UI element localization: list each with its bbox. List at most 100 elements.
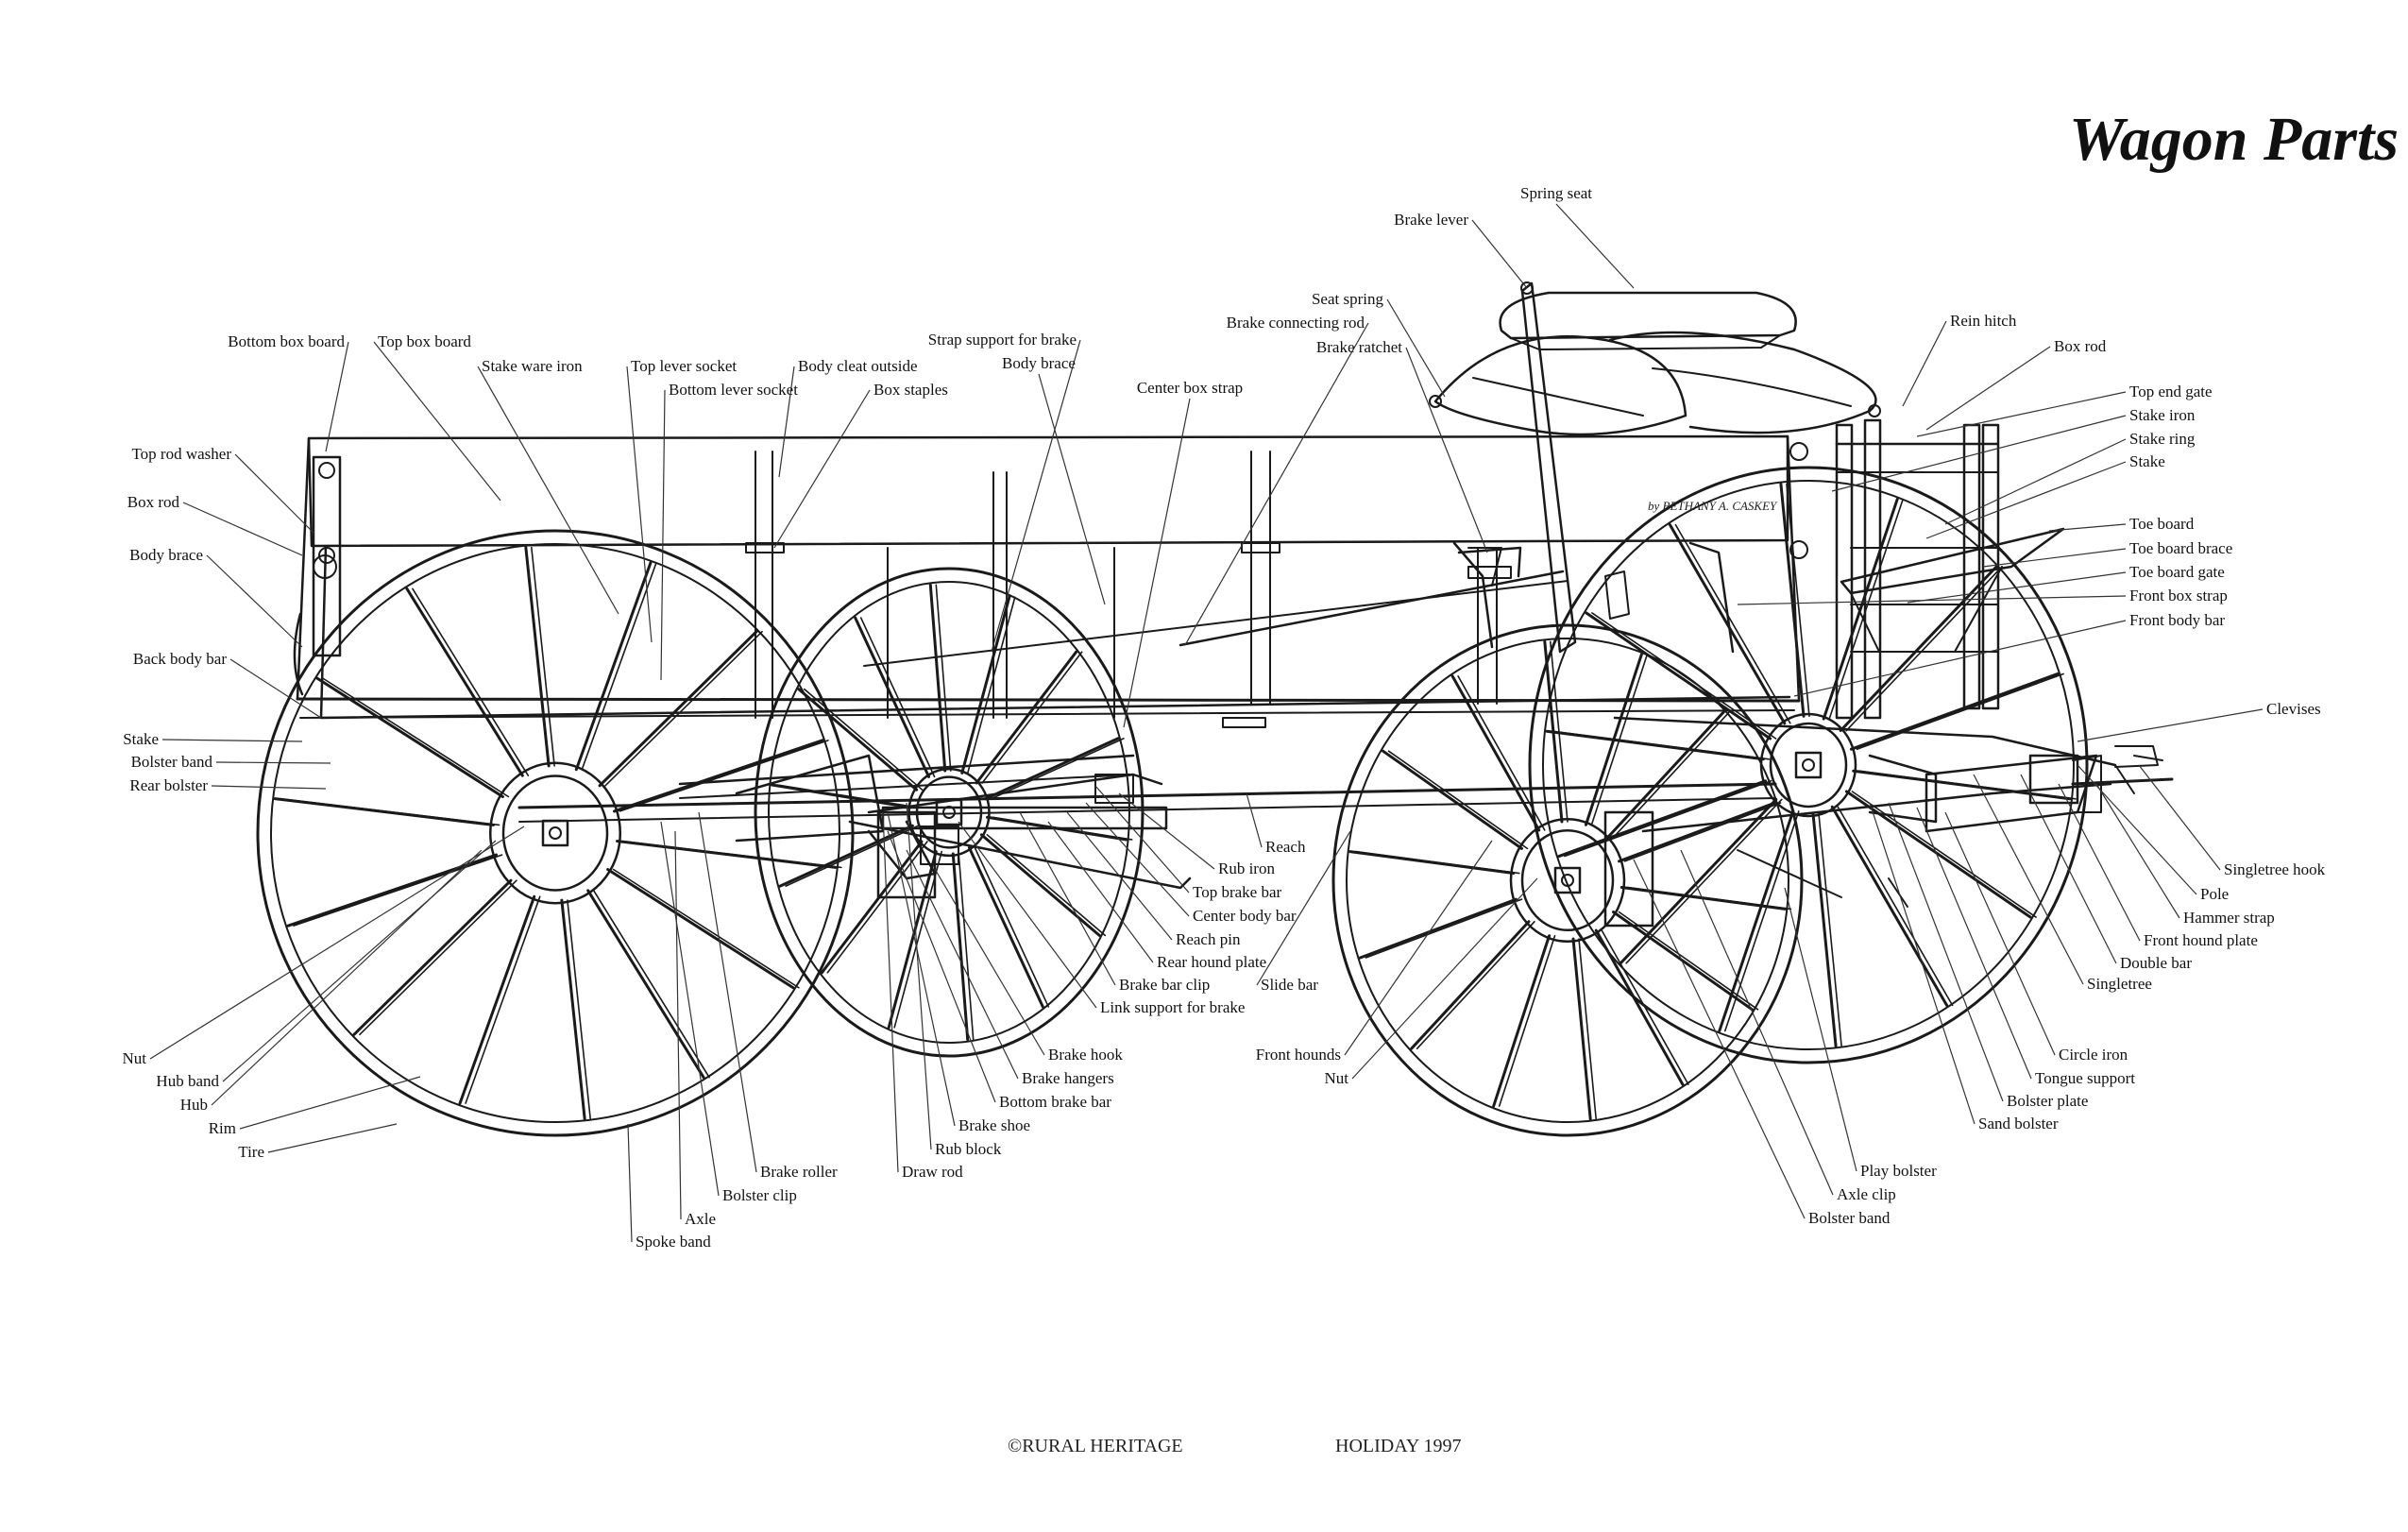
spoke-edge: [1828, 498, 1904, 720]
spring-leaf-2: [1652, 367, 1852, 407]
spoke-edge: [1457, 675, 1546, 831]
part-label: Brake ratchet: [1316, 338, 1402, 356]
leader-line: [267, 1123, 398, 1153]
spoke: [854, 616, 931, 778]
spoke: [1358, 897, 1518, 960]
spoke-edge: [1626, 886, 1792, 911]
part-label: Rear hound plate: [1157, 953, 1266, 971]
rim: [270, 543, 840, 1123]
spoke-edge: [412, 587, 530, 776]
hub: [1520, 828, 1615, 932]
front-axle-clip: [1603, 810, 1654, 928]
spoke: [770, 783, 912, 809]
leader-line: [674, 830, 682, 1220]
spoke-edge: [974, 846, 1050, 1008]
spoke: [1718, 809, 1795, 1032]
brace-plate: [1467, 547, 1502, 587]
part-label: Front body bar: [2129, 611, 2225, 629]
spoke: [979, 833, 1101, 937]
spoke-edge: [293, 854, 503, 927]
page-title: Wagon Parts: [2068, 105, 2399, 174]
spoke: [1668, 523, 1787, 725]
rear-wheel-far: [754, 567, 1145, 1058]
part-label: Hub band: [156, 1072, 219, 1090]
leader-line: [887, 811, 956, 1127]
part-label: Bottom box board: [228, 332, 345, 350]
axle-end: [942, 806, 956, 819]
spoke-edge: [986, 834, 1107, 937]
spoke-edge: [581, 562, 657, 771]
leader-line: [477, 366, 619, 615]
part-label: Reach: [1265, 838, 1306, 856]
spoke-edge: [1851, 791, 2037, 918]
leader-line: [206, 554, 303, 648]
leader-line: [2077, 764, 2197, 895]
axle-end: [1561, 874, 1574, 887]
part-label: Toe board: [2129, 515, 2195, 533]
part-label: Clevises: [2266, 700, 2321, 718]
spoke: [1557, 779, 1768, 859]
leader-line: [906, 802, 932, 1150]
spoke-edge: [1387, 750, 1529, 850]
singletree-hook: [2133, 755, 2163, 761]
part-label: Hub: [180, 1096, 208, 1114]
front-stake-3: [1962, 423, 1981, 710]
front-hounds: [1613, 716, 2117, 767]
part-label: Bolster band: [131, 753, 213, 771]
spoke-edge: [322, 677, 510, 798]
part-label: Bottom lever socket: [669, 381, 798, 399]
leader-line: [1085, 802, 1190, 917]
spoke-edge: [1354, 850, 1520, 875]
leader-line: [1737, 595, 2127, 605]
spring-leaf: [1472, 377, 1644, 417]
spoke-edge: [1498, 934, 1556, 1107]
part-label: Top box board: [378, 332, 471, 350]
leader-line: [1784, 887, 1857, 1172]
front-rod-ring: [1789, 540, 1808, 559]
hub-band: [1509, 817, 1626, 944]
leader-line: [1405, 347, 1488, 553]
spoke-edge: [1550, 640, 1569, 823]
spoke-edge: [992, 816, 1133, 841]
leader-line: [1038, 373, 1106, 605]
part-label: Bolster clip: [722, 1186, 797, 1204]
spoke: [1450, 674, 1541, 832]
spoke: [1612, 911, 1754, 1012]
leader-line: [778, 366, 795, 478]
spoke: [606, 868, 795, 990]
leader-line: [1982, 548, 2127, 568]
seat-base: [1510, 334, 1781, 350]
leader-line: [1793, 620, 2127, 697]
part-label: Strap support for brake: [928, 331, 1077, 349]
rear-wheel-near: [256, 529, 855, 1137]
rear-body-brace: [293, 612, 304, 696]
leader-line: [1869, 802, 1976, 1125]
spoke: [586, 889, 705, 1080]
part-label: Brake roller: [760, 1163, 838, 1181]
spoke: [975, 650, 1078, 785]
part-label: Rub iron: [1218, 860, 1275, 877]
bolster-plate: [1868, 754, 1938, 824]
leader-line: [1907, 571, 2127, 604]
spoke: [352, 878, 513, 1036]
nut: [1794, 751, 1823, 779]
spoke: [967, 846, 1044, 1009]
part-label: Stake ware iron: [482, 357, 583, 375]
part-label: Singletree: [2087, 975, 2152, 993]
spoke: [1830, 805, 1949, 1007]
spoke: [315, 676, 504, 798]
leader-line: [1680, 849, 1834, 1196]
part-label: Tongue support: [2035, 1069, 2135, 1087]
part-label: Nut: [123, 1049, 147, 1067]
leader-line: [1916, 391, 2127, 437]
leader-line: [698, 811, 757, 1173]
box-staple: [745, 542, 785, 553]
part-label: Front hound plate: [2144, 931, 2258, 949]
spoke-edge: [1818, 812, 1842, 1047]
leader-line: [2048, 523, 2127, 532]
box-staple: [1467, 566, 1512, 579]
box-sill: [296, 697, 1801, 703]
leader-line: [1944, 811, 2056, 1056]
